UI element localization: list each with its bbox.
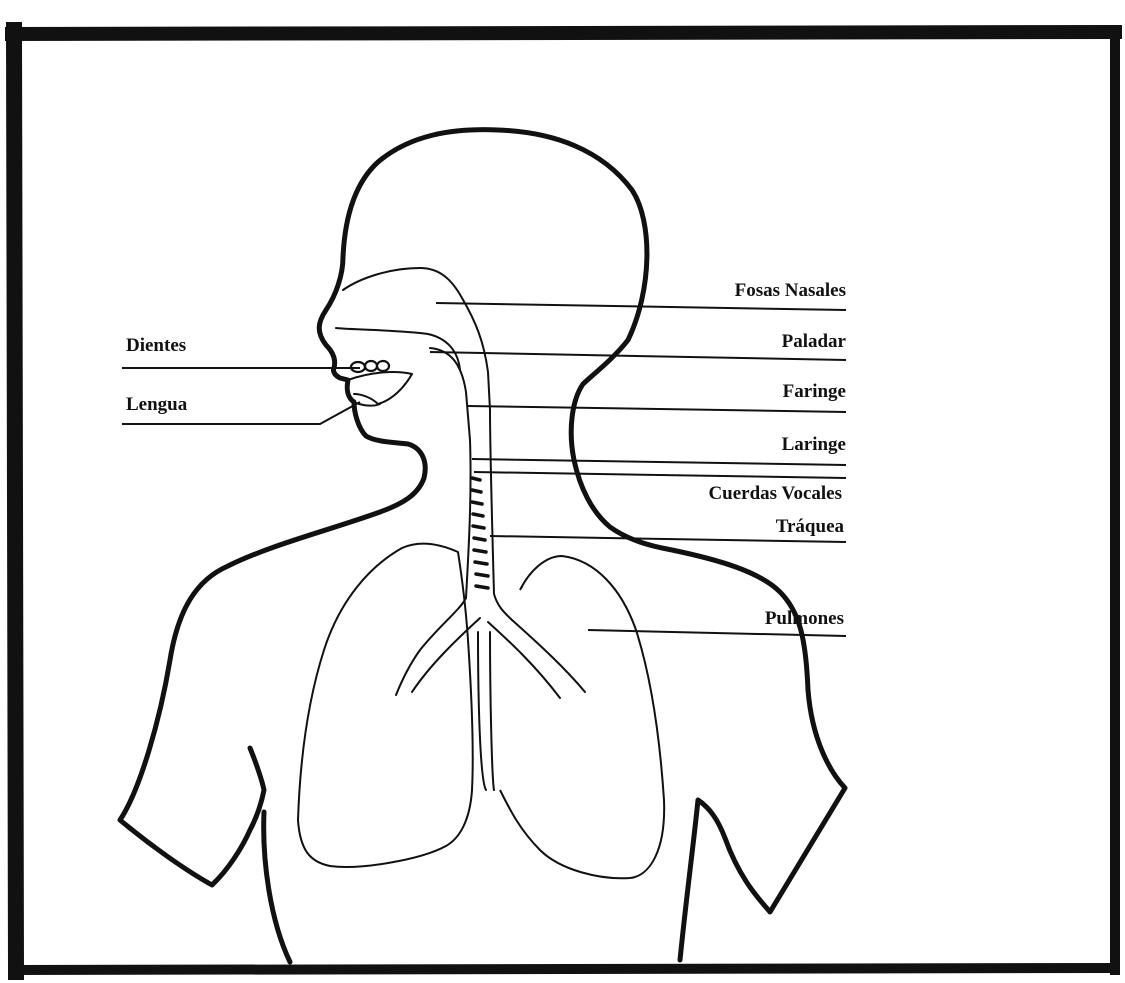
label-dientes: Dientes xyxy=(126,335,186,356)
trachea-and-bronchi xyxy=(396,598,585,790)
label-cuerdas-vocales: Cuerdas Vocales xyxy=(708,483,842,504)
right-bronchus-inner xyxy=(488,622,560,698)
nasal-cavity-outline xyxy=(343,268,512,620)
left-torso-line xyxy=(264,812,290,962)
label-laringe: Laringe xyxy=(782,434,846,455)
tongue-outline xyxy=(348,372,412,404)
teeth xyxy=(351,361,389,372)
label-faringe: Faringe xyxy=(783,381,846,402)
label-lengua: Lengua xyxy=(126,394,188,415)
central-column-right xyxy=(490,632,494,790)
trachea-left-wall xyxy=(396,598,466,695)
right-lung xyxy=(500,556,664,878)
label-fosas-nasales: Fosas Nasales xyxy=(735,280,846,301)
leader-laringe xyxy=(472,459,846,465)
label-traquea: Tráquea xyxy=(776,516,845,537)
leader-pulmones xyxy=(588,630,846,636)
lungs xyxy=(298,544,664,879)
picture-frame xyxy=(12,30,1115,972)
leader-faringe xyxy=(468,406,846,412)
pharynx-inner xyxy=(430,348,471,598)
head-outline xyxy=(343,130,845,960)
left-lung xyxy=(298,544,473,867)
tracheal-rings xyxy=(472,478,488,588)
body-outline xyxy=(120,130,845,962)
leader-cuerdas-vocales xyxy=(474,472,846,478)
central-column-left xyxy=(478,632,486,790)
label-pulmones: Pulmones xyxy=(765,608,844,629)
label-paladar: Paladar xyxy=(782,331,847,352)
leader-paladar xyxy=(430,352,846,360)
airway-upper xyxy=(336,268,512,620)
